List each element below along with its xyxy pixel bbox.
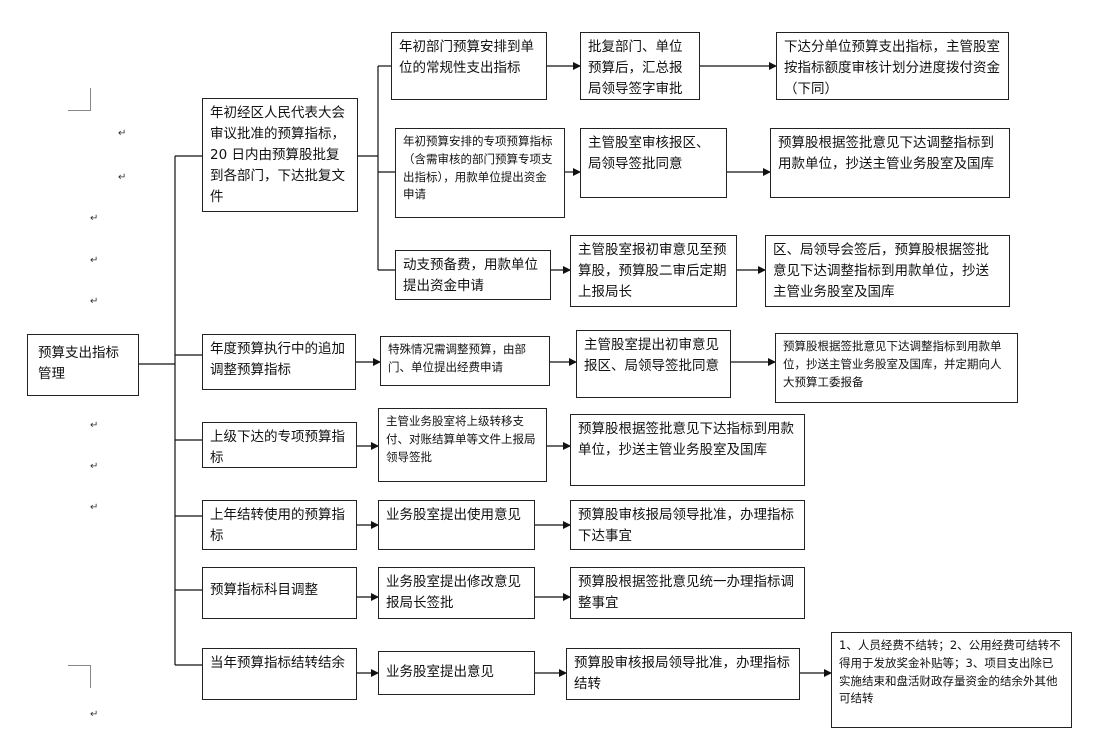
step-node: 区、局领导会签后，预算股根据签批意见下达调整指标到用款单位，抄送主管业务股室及国…: [765, 235, 1010, 307]
step-node: 主管股室审核报区、局领导签批同意: [580, 128, 727, 198]
step-node: 预算股审核报局领导批准，办理指标结转: [566, 648, 800, 700]
step-node: 主管业务股室将上级转移支付、对账结算单等文件上报局领导签批: [378, 408, 547, 482]
step-node: 特殊情况需调整预算，由部门、单位提出经费申请: [380, 336, 550, 386]
step-node: 批复部门、单位预算后，汇总报局领导签字审批: [580, 32, 700, 100]
return-mark: ↵: [90, 502, 99, 513]
step-node: 年初部门预算安排到单位的常规性支出指标: [391, 32, 547, 100]
branch-node-subject-adjustment: 预算指标科目调整: [202, 567, 357, 619]
step-node: 预算股根据签批意见下达调整指标到用款单位，抄送主管业务股室及国库，并定期向人大预…: [775, 333, 1018, 403]
return-mark: ↵: [90, 255, 99, 266]
step-node: 1、人员经费不结转；2、公用经费可结转不得用于发放奖金补贴等；3、项目支出除已实…: [831, 632, 1072, 728]
step-node: 下达分单位预算支出指标，主管股室按指标额度审核计划分进度拨付资金（下同）: [776, 32, 1009, 100]
step-node: 主管股室报初审意见至预算股，预算股二审后定期上报局长: [570, 235, 737, 307]
return-mark: ↵: [90, 709, 99, 720]
step-node: 主管股室提出初审意见报区、局领导签批同意: [576, 330, 731, 398]
step-node: 业务股室提出意见: [378, 651, 535, 695]
page-corner-mark: [68, 665, 91, 688]
branch-node-prior-year-carryover: 上年结转使用的预算指标: [202, 500, 357, 550]
step-node: 预算股根据签批意见下达调整指标到用款单位，抄送主管业务股室及国库: [770, 128, 1010, 198]
step-node: 预算股根据签批意见统一办理指标调整事宜: [570, 567, 805, 619]
return-mark: ↵: [118, 128, 127, 139]
branch-node-superior-special: 上级下达的专项预算指标: [202, 422, 357, 468]
return-mark: ↵: [90, 296, 99, 307]
return-mark: ↵: [90, 461, 99, 472]
page-corner-mark: [68, 88, 91, 111]
branch-node-annual-approved: 年初经区人民代表大会审议批准的预算指标，20 日内由预算股批复到各部门，下达批复…: [202, 98, 358, 212]
branch-node-current-year-balance: 当年预算指标结转结余: [202, 648, 357, 700]
step-node: 业务股室提出修改意见报局长签批: [378, 567, 535, 619]
step-node: 动支预备费，用款单位提出资金申请: [395, 250, 551, 300]
step-node: 年初预算安排的专项预算指标（含需审核的部门预算专项支出指标），用款单位提出资金申…: [395, 128, 565, 218]
step-node: 预算股根据签批意见下达指标到用款单位，抄送主管业务股室及国库: [570, 414, 805, 486]
step-node: 预算股审核报局领导批准，办理指标下达事宜: [570, 500, 805, 550]
return-mark: ↵: [90, 213, 99, 224]
return-mark: ↵: [90, 420, 99, 431]
step-node: 业务股室提出使用意见: [378, 500, 535, 550]
return-mark: ↵: [118, 172, 127, 183]
branch-node-in-year-adjustment: 年度预算执行中的追加调整预算指标: [202, 334, 356, 390]
root-node: 预算支出指标管理: [27, 334, 139, 396]
